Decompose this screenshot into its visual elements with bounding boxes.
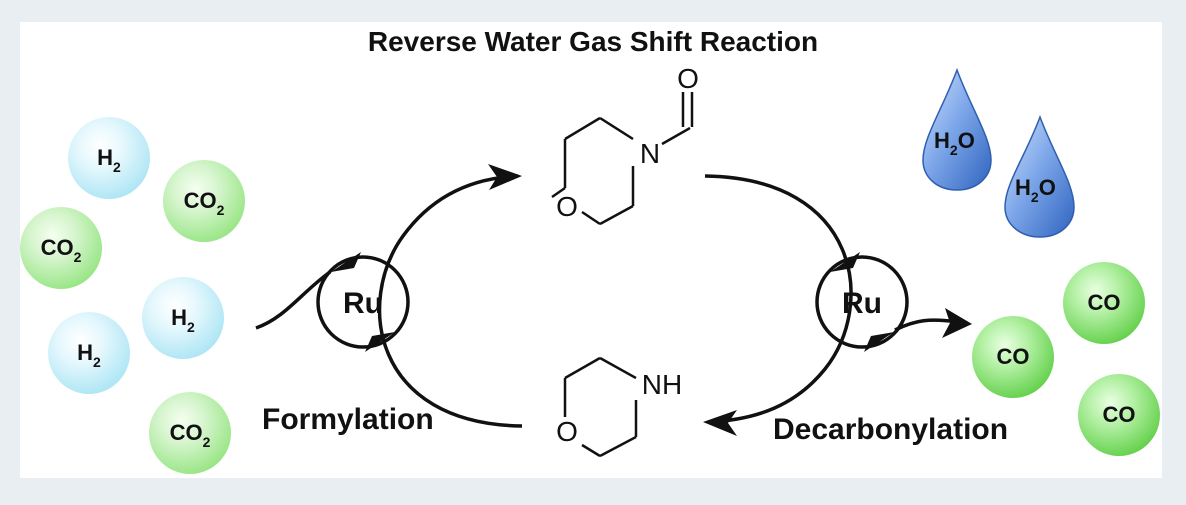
ru-cycle-arrowhead [331,252,361,272]
co2-molecule: CO2 [20,207,102,289]
morpholine-nh-label: NH [642,369,682,400]
formylation-arrowhead [488,164,522,190]
water-label: H2O [934,128,975,158]
decarbonylation-arc [704,174,853,424]
decarbonylation-arrowhead [703,410,737,436]
carbonyl-o-label: O [677,63,699,94]
co-molecule: CO [1078,374,1160,456]
formamide-o-label: O [556,191,578,222]
formylation-arc [377,174,523,428]
ru-cycle-arrowhead [830,252,860,272]
figure-title: Reverse Water Gas Shift Reaction [367,26,819,57]
product-output-arrowhead [942,308,972,338]
co2-molecule: CO2 [149,392,231,474]
co-molecule: CO [1063,262,1145,344]
ru-cycle-arrowhead [365,332,395,352]
decarbonylation-label: Decarbonylation [773,413,1009,446]
ru-cycle-arrowhead [864,332,894,352]
formylmorpholine-structure [551,92,694,226]
h2-molecule: H2 [142,277,224,359]
formylation-label: Formylation [262,403,434,436]
ru-label: Ru [842,287,882,320]
formamide-n-label: N [640,138,660,169]
ru-label: Ru [343,287,383,320]
reactant-input-arrow [255,270,332,330]
water-drop [1004,114,1075,238]
h2-molecule: H2 [48,312,130,394]
morpholine-o-label: O [556,416,578,447]
h2-molecule: H2 [68,117,150,199]
ru-catalyst-cycle-right [815,255,909,349]
morpholine-structure [563,356,638,458]
water-label: H2O [1015,175,1056,205]
co-molecule: CO [972,316,1054,398]
water-drop [922,67,992,191]
co2-molecule: CO2 [163,160,245,242]
ru-catalyst-cycle-left [316,255,410,349]
